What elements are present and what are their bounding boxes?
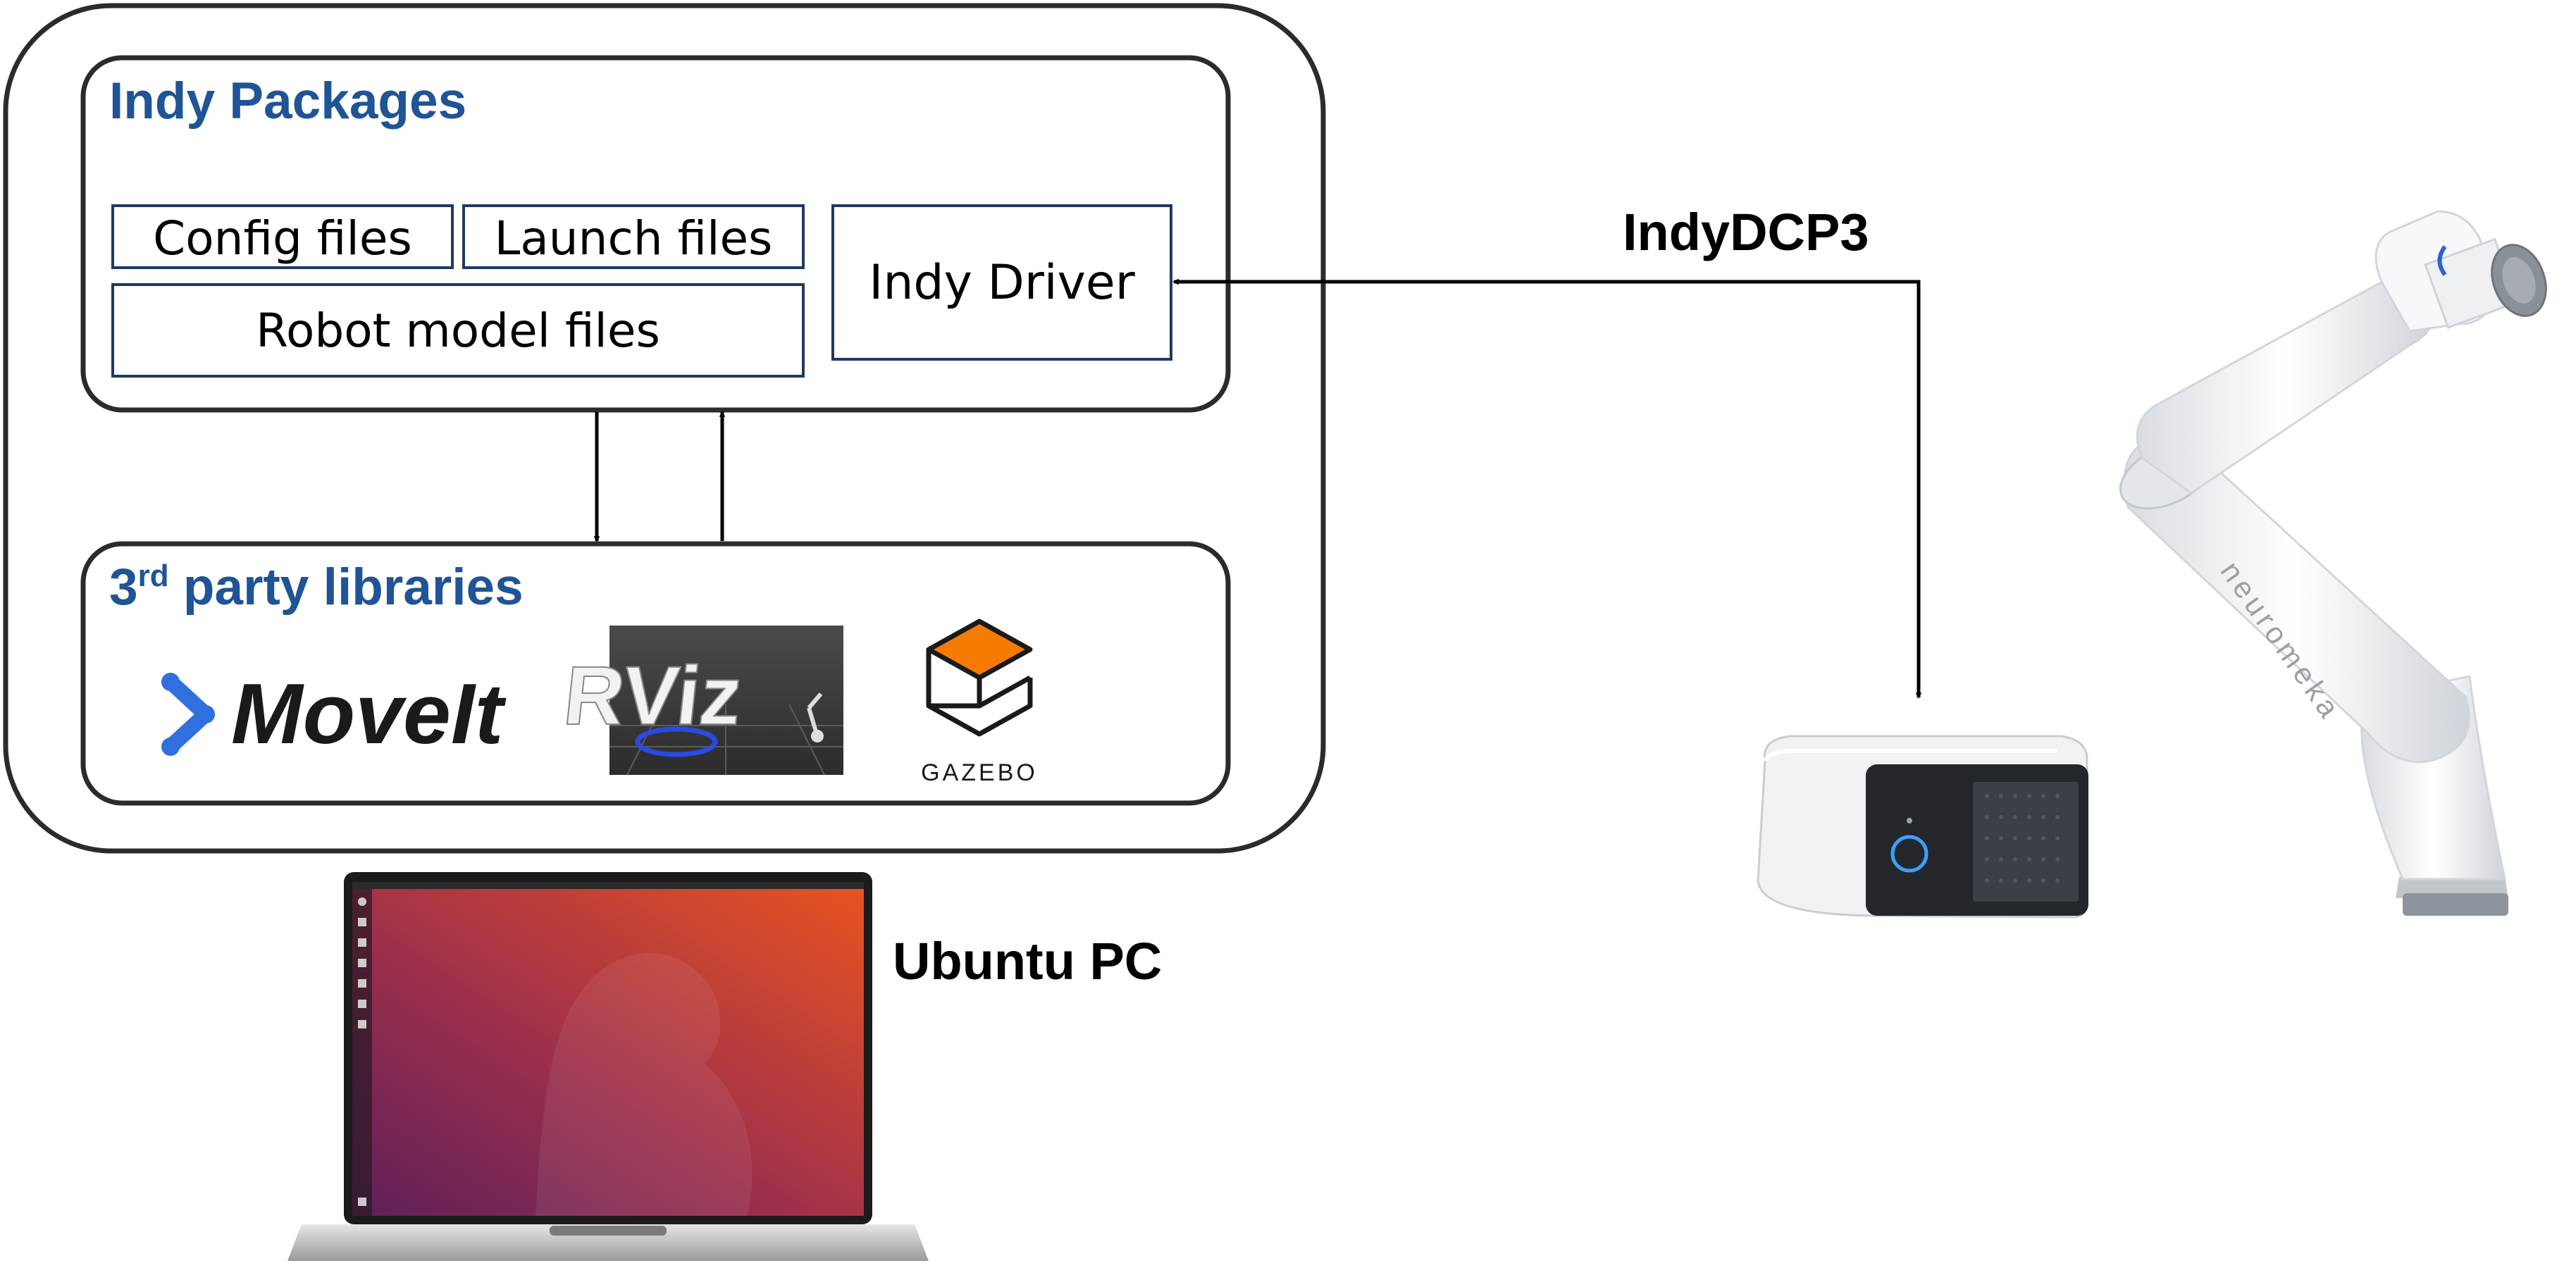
launch-files-box — [462, 204, 805, 269]
indy-driver-box — [831, 204, 1172, 361]
third-party-libraries-title: 3rd party libraries — [109, 559, 524, 616]
indydcp3-connection-arrow — [1174, 282, 1919, 697]
ubuntu-laptop-image — [287, 872, 929, 1261]
rviz-robot-arm-icon — [807, 692, 824, 742]
indydcp3-label: IndyDCP3 — [1623, 203, 1869, 261]
robot-model-files-label: Robot model files — [256, 304, 660, 358]
indy-driver-label: Indy Driver — [869, 255, 1134, 311]
robot-model-files-box — [111, 283, 805, 378]
gazebo-logo: GAZEBO — [921, 618, 1038, 786]
robot-controller-image — [1757, 735, 2088, 919]
indy-packages-title: Indy Packages — [109, 73, 466, 130]
gazebo-wordmark: GAZEBO — [921, 759, 1038, 786]
ubuntu-pc-label: Ubuntu PC — [893, 932, 1162, 990]
launch-files-label: Launch files — [495, 211, 773, 266]
controller-power-button-icon — [1890, 835, 1928, 873]
gazebo-cube-icon — [926, 618, 1033, 737]
moveit-chevron-icon — [161, 673, 215, 756]
config-files-label: Config files — [153, 211, 412, 266]
rviz-wordmark: RViz — [559, 649, 746, 742]
moveit-logo: MoveIt — [161, 666, 507, 761]
robot-arm-image: neuromeka — [2119, 210, 2547, 916]
config-files-box — [111, 204, 454, 269]
moveit-wordmark: MoveIt — [231, 666, 507, 761]
rviz-logo: RViz — [559, 626, 843, 776]
